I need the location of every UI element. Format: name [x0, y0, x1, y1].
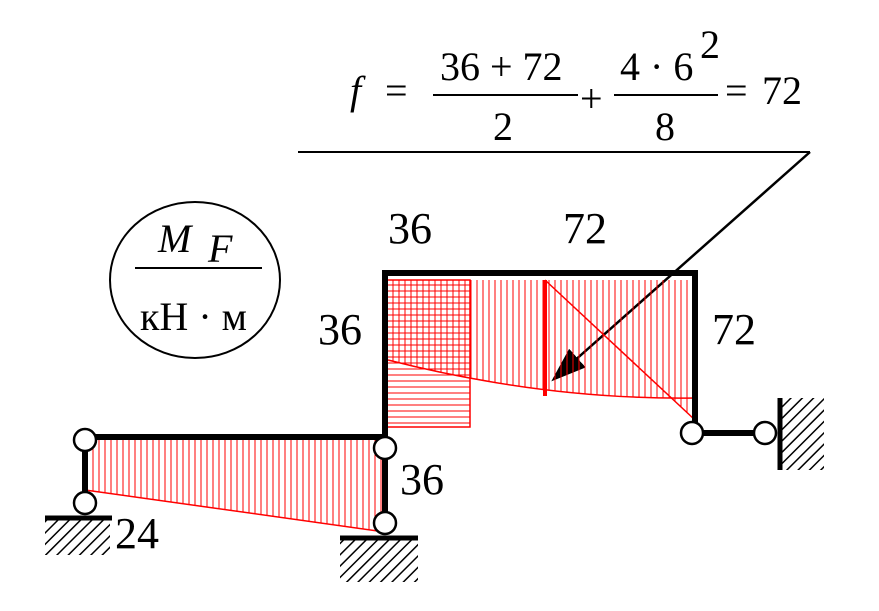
hinge-middle-top [372, 435, 398, 461]
label-right-column: 72 [712, 305, 756, 354]
hinge-middle-bottom [372, 510, 398, 536]
legend-units: кН · м [140, 294, 247, 339]
ground-supports [45, 398, 824, 582]
label-middle-column: 36 [400, 455, 444, 504]
middle-ground-hatch [340, 540, 418, 582]
hinges [72, 420, 778, 536]
hinge-left-top [72, 427, 98, 453]
left-ground-hatch [45, 520, 110, 555]
formula: f = 36 + 72 2 + 4 · 6 2 8 = 72 [298, 22, 810, 153]
label-top-left: 36 [388, 204, 432, 253]
formula-lhs: f [350, 68, 366, 113]
right-ground-hatch [782, 398, 824, 470]
formula-equals-2: = [725, 68, 748, 113]
hinge-left-bottom [72, 490, 98, 516]
formula-frac1-numerator: 36 + 72 [440, 44, 563, 89]
legend-circle [109, 201, 281, 359]
legend-subscript: F [207, 226, 233, 271]
formula-frac2-numerator: 4 · 6 [620, 44, 693, 89]
formula-frac1-denominator: 2 [493, 104, 513, 149]
legend: M F кН · м [109, 201, 281, 359]
formula-result: 72 [762, 68, 802, 113]
formula-equals-1: = [385, 68, 408, 113]
moment-region-left-beam [84, 437, 386, 533]
label-top-right: 72 [563, 204, 607, 253]
legend-symbol: M [157, 216, 194, 261]
hinge-right-outer [752, 420, 778, 446]
label-left-support: 24 [115, 509, 159, 558]
formula-frac2-exponent: 2 [700, 22, 720, 67]
formula-frac2-denominator: 8 [655, 104, 675, 149]
formula-plus: + [580, 76, 603, 121]
moment-region-right-column [544, 279, 696, 421]
hinge-right-inner [679, 420, 705, 446]
label-left-column: 36 [318, 305, 362, 354]
